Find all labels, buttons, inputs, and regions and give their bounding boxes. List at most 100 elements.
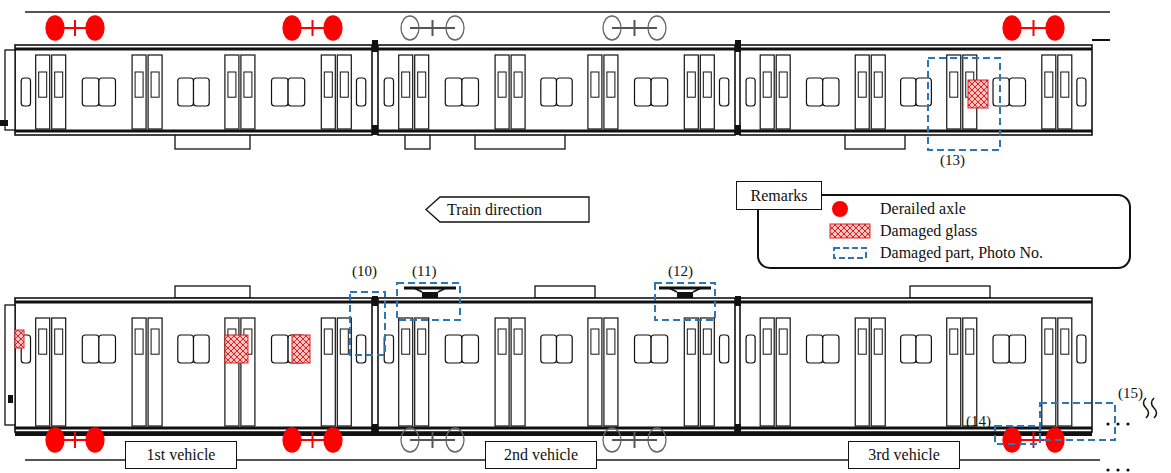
headlight [8, 395, 13, 403]
window-pane [541, 335, 557, 363]
window-pane [901, 78, 916, 106]
roof-line [15, 301, 372, 304]
end-window [384, 78, 393, 106]
legend-text: Damaged part, Photo No. [880, 245, 1043, 261]
pantograph-base [422, 292, 438, 298]
end-window [356, 78, 365, 106]
window-pane [194, 335, 210, 363]
derailed-wheel [1046, 16, 1064, 40]
door-window [514, 329, 522, 354]
door-window [55, 329, 63, 354]
gangway [735, 40, 741, 52]
gangway [372, 40, 378, 52]
door-window [55, 72, 63, 97]
door-leaf [947, 318, 961, 426]
callout-number: (12) [668, 264, 693, 279]
gangway [372, 296, 378, 306]
door-window [874, 329, 882, 354]
node-text: Train direction [447, 201, 542, 219]
door-leaf [399, 318, 413, 426]
door-leaf [495, 55, 509, 129]
door-window [950, 72, 958, 97]
legend-text: Damaged glass [880, 223, 977, 239]
derailed-wheel [324, 16, 342, 40]
door-window [950, 329, 958, 354]
legend-swatch [826, 244, 874, 262]
door-leaf [760, 55, 774, 129]
door-leaf [604, 318, 618, 426]
derailed-wheel [46, 428, 64, 452]
continuation-dot [1126, 422, 1129, 425]
wheel [603, 16, 621, 40]
end-window [21, 78, 30, 106]
door-leaf [495, 318, 509, 426]
door-window [874, 72, 882, 97]
door-leaf [415, 55, 429, 129]
callout-number: (11) [412, 264, 436, 279]
door-window [591, 329, 599, 354]
gangway [735, 125, 741, 135]
wheel [648, 428, 666, 452]
underframe [15, 432, 1092, 436]
rail-line [25, 11, 1110, 13]
window-pane [445, 78, 462, 106]
door-leaf [760, 318, 774, 426]
end-window [356, 335, 365, 363]
end-window [719, 78, 728, 106]
window-pane [651, 78, 668, 106]
roof-line [740, 301, 1092, 304]
door-window [966, 329, 974, 354]
derailed-wheel [86, 16, 104, 40]
door-leaf [511, 318, 525, 426]
wheel [446, 428, 464, 452]
derailed-wheel [324, 428, 342, 452]
window-pane [635, 335, 652, 363]
door-window [498, 329, 506, 354]
window-pane [557, 78, 573, 106]
legend-swatch [826, 222, 874, 240]
door-window [39, 329, 47, 354]
door-leaf [52, 55, 66, 129]
door-window [151, 72, 159, 97]
window-pane [1009, 335, 1025, 363]
door-window [418, 72, 426, 97]
door-window [514, 72, 522, 97]
cab-front [5, 50, 15, 130]
window-pane [99, 335, 116, 363]
door-window [858, 329, 866, 354]
door-window [135, 329, 143, 354]
door-leaf [148, 55, 162, 129]
bogie-pivot [1033, 432, 1035, 448]
door-leaf [225, 318, 239, 426]
pantograph-base [677, 292, 693, 298]
roof-equipment [175, 286, 250, 298]
door-window [402, 72, 410, 97]
damage-box [655, 283, 715, 320]
door-leaf [337, 55, 351, 129]
car-body [740, 45, 1092, 135]
door-window [324, 329, 332, 354]
pantograph-shoe [404, 287, 456, 290]
end-window [746, 78, 755, 106]
continuation-dot [1116, 468, 1119, 471]
door-leaf [337, 318, 351, 426]
floor-line [378, 130, 735, 133]
door-window [39, 72, 47, 97]
door-window [498, 72, 506, 97]
window-pane [916, 335, 931, 363]
callout-number: (15) [1118, 386, 1143, 401]
roof-equipment [910, 286, 990, 298]
door-leaf [52, 318, 66, 426]
coupler [0, 120, 8, 126]
wheel [401, 428, 419, 452]
car-body [15, 298, 372, 432]
door-leaf [241, 55, 255, 129]
door-leaf [776, 55, 790, 129]
window-pane [178, 335, 194, 363]
door-leaf [871, 318, 885, 426]
bottom-train [5, 283, 1157, 472]
window-pane [541, 78, 557, 106]
arrow-shape [426, 197, 589, 222]
window-pane [557, 335, 573, 363]
